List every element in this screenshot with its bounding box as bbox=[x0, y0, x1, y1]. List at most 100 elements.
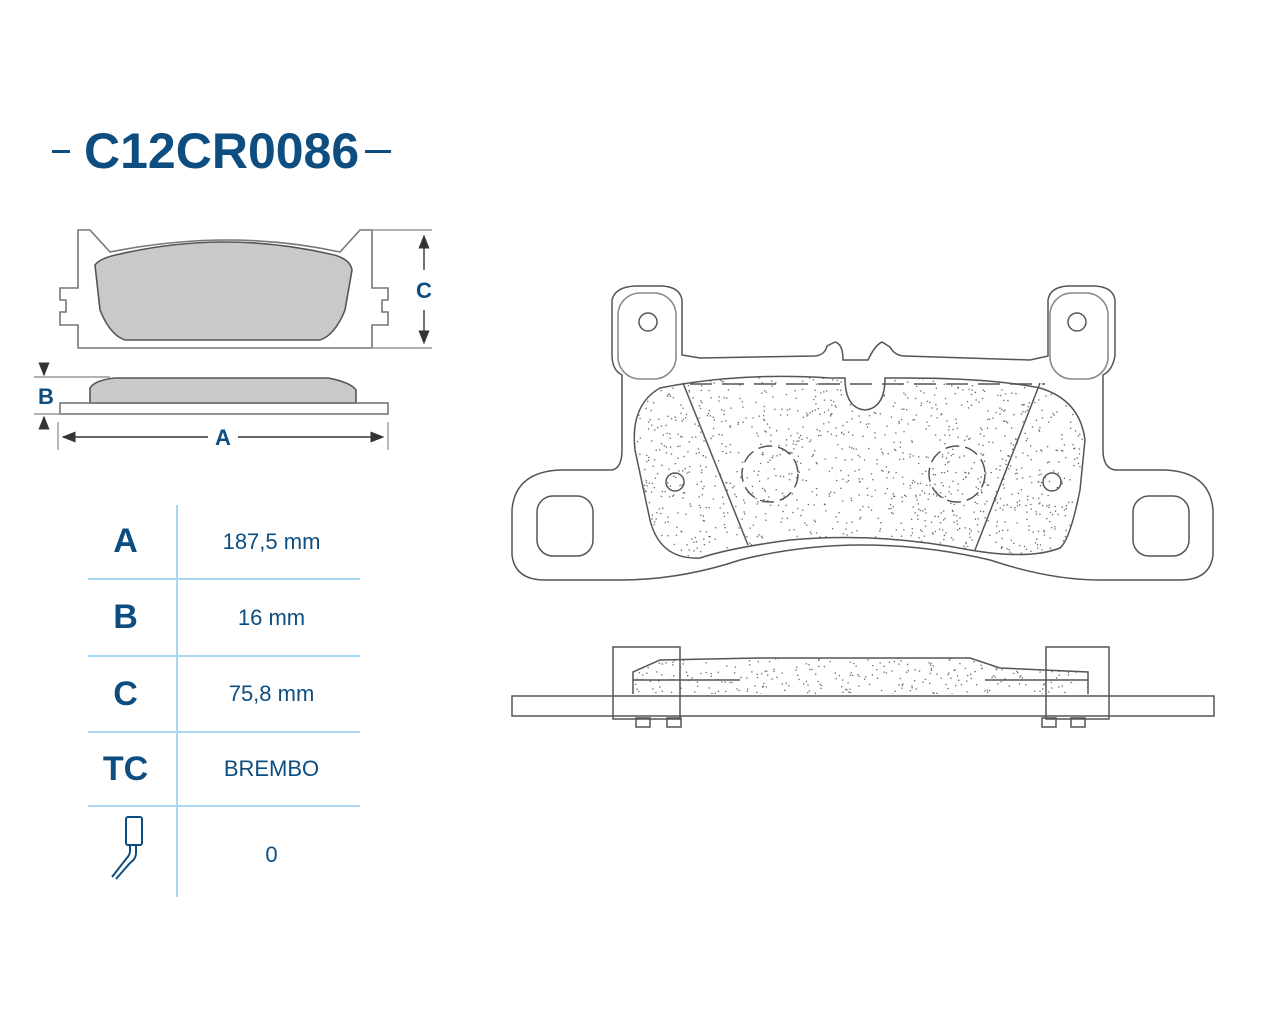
texture-dot bbox=[710, 675, 712, 677]
texture-dot bbox=[703, 538, 705, 540]
texture-dot bbox=[699, 407, 702, 410]
texture-dot bbox=[978, 443, 980, 446]
texture-dot bbox=[1036, 544, 1039, 546]
texture-dot bbox=[915, 494, 917, 496]
texture-dot bbox=[819, 430, 821, 432]
texture-dot bbox=[948, 434, 951, 437]
texture-dot bbox=[847, 474, 850, 477]
texture-dot bbox=[1068, 539, 1070, 541]
texture-dot bbox=[917, 518, 919, 520]
texture-dot bbox=[709, 535, 711, 538]
texture-dot bbox=[986, 689, 989, 691]
texture-dot bbox=[815, 403, 817, 405]
texture-dot bbox=[726, 489, 728, 491]
texture-dot bbox=[942, 485, 944, 487]
texture-dot bbox=[1040, 382, 1043, 384]
texture-dot bbox=[851, 447, 853, 449]
texture-dot bbox=[1006, 422, 1009, 424]
texture-dot bbox=[775, 430, 778, 432]
main-pad-front-view bbox=[511, 285, 1214, 581]
texture-dot bbox=[1026, 495, 1029, 497]
texture-dot bbox=[763, 415, 765, 417]
texture-dot bbox=[856, 530, 858, 532]
texture-dot bbox=[922, 681, 924, 683]
texture-dot bbox=[1046, 446, 1049, 448]
texture-dot bbox=[1039, 513, 1041, 516]
texture-dot bbox=[782, 510, 784, 513]
texture-dot bbox=[829, 547, 832, 550]
texture-dot bbox=[1016, 501, 1018, 504]
texture-dot bbox=[796, 666, 798, 668]
texture-dot bbox=[633, 548, 634, 549]
texture-dot bbox=[1078, 543, 1080, 545]
texture-dot bbox=[925, 428, 927, 430]
texture-dot bbox=[812, 379, 815, 381]
texture-dot bbox=[682, 492, 684, 494]
texture-dot bbox=[849, 691, 852, 694]
texture-dot bbox=[771, 678, 773, 680]
texture-dot bbox=[634, 523, 636, 525]
texture-dot bbox=[655, 691, 657, 694]
texture-dot bbox=[1053, 375, 1054, 376]
texture-dot bbox=[660, 658, 662, 659]
texture-dot bbox=[1000, 450, 1002, 452]
texture-dot bbox=[921, 473, 924, 475]
texture-dot bbox=[795, 669, 797, 671]
texture-dot bbox=[921, 490, 923, 492]
texture-dot bbox=[761, 536, 764, 539]
texture-dot bbox=[875, 412, 877, 414]
texture-dot bbox=[888, 471, 890, 473]
texture-dot bbox=[984, 517, 986, 519]
texture-dot bbox=[920, 402, 923, 404]
texture-dot bbox=[1041, 697, 1042, 698]
texture-dot bbox=[675, 534, 678, 536]
texture-dot bbox=[713, 382, 715, 384]
texture-dot bbox=[937, 516, 939, 518]
texture-dot bbox=[785, 444, 787, 446]
texture-dot bbox=[795, 397, 797, 399]
texture-dot bbox=[788, 529, 791, 531]
texture-dot bbox=[1052, 659, 1054, 661]
texture-dot bbox=[955, 561, 956, 562]
texture-dot bbox=[1080, 396, 1082, 398]
texture-dot bbox=[1011, 659, 1014, 661]
texture-dot bbox=[836, 389, 839, 391]
texture-dot bbox=[669, 437, 671, 440]
texture-dot bbox=[1074, 447, 1076, 449]
texture-dot bbox=[729, 482, 732, 485]
texture-dot bbox=[750, 656, 751, 657]
texture-dot bbox=[820, 434, 822, 437]
texture-dot bbox=[1060, 449, 1063, 452]
texture-dot bbox=[965, 476, 967, 478]
texture-dot bbox=[935, 404, 937, 406]
texture-dot bbox=[1083, 410, 1085, 412]
texture-dot bbox=[963, 455, 965, 457]
texture-dot bbox=[774, 563, 775, 564]
texture-dot bbox=[643, 534, 645, 537]
texture-dot bbox=[756, 432, 758, 434]
texture-dot bbox=[1056, 677, 1058, 679]
texture-dot bbox=[1030, 503, 1032, 506]
texture-dot bbox=[645, 395, 647, 398]
texture-dot bbox=[648, 421, 650, 423]
texture-dot bbox=[907, 423, 909, 425]
texture-dot bbox=[1071, 546, 1073, 548]
texture-dot bbox=[728, 656, 729, 657]
texture-dot bbox=[732, 487, 734, 489]
texture-dot bbox=[759, 462, 762, 465]
texture-dot bbox=[913, 418, 916, 421]
texture-dot bbox=[999, 469, 1001, 471]
texture-dot bbox=[1001, 529, 1004, 532]
texture-dot bbox=[660, 379, 663, 382]
texture-dot bbox=[898, 383, 901, 386]
texture-dot bbox=[1064, 691, 1066, 694]
texture-dot bbox=[730, 407, 732, 409]
texture-dot bbox=[903, 408, 905, 410]
texture-dot bbox=[841, 448, 843, 450]
texture-dot bbox=[903, 529, 905, 531]
texture-dot bbox=[850, 672, 852, 674]
texture-dot bbox=[790, 435, 792, 437]
texture-dot bbox=[697, 685, 699, 687]
texture-dot bbox=[690, 505, 692, 507]
texture-dot bbox=[709, 415, 711, 417]
